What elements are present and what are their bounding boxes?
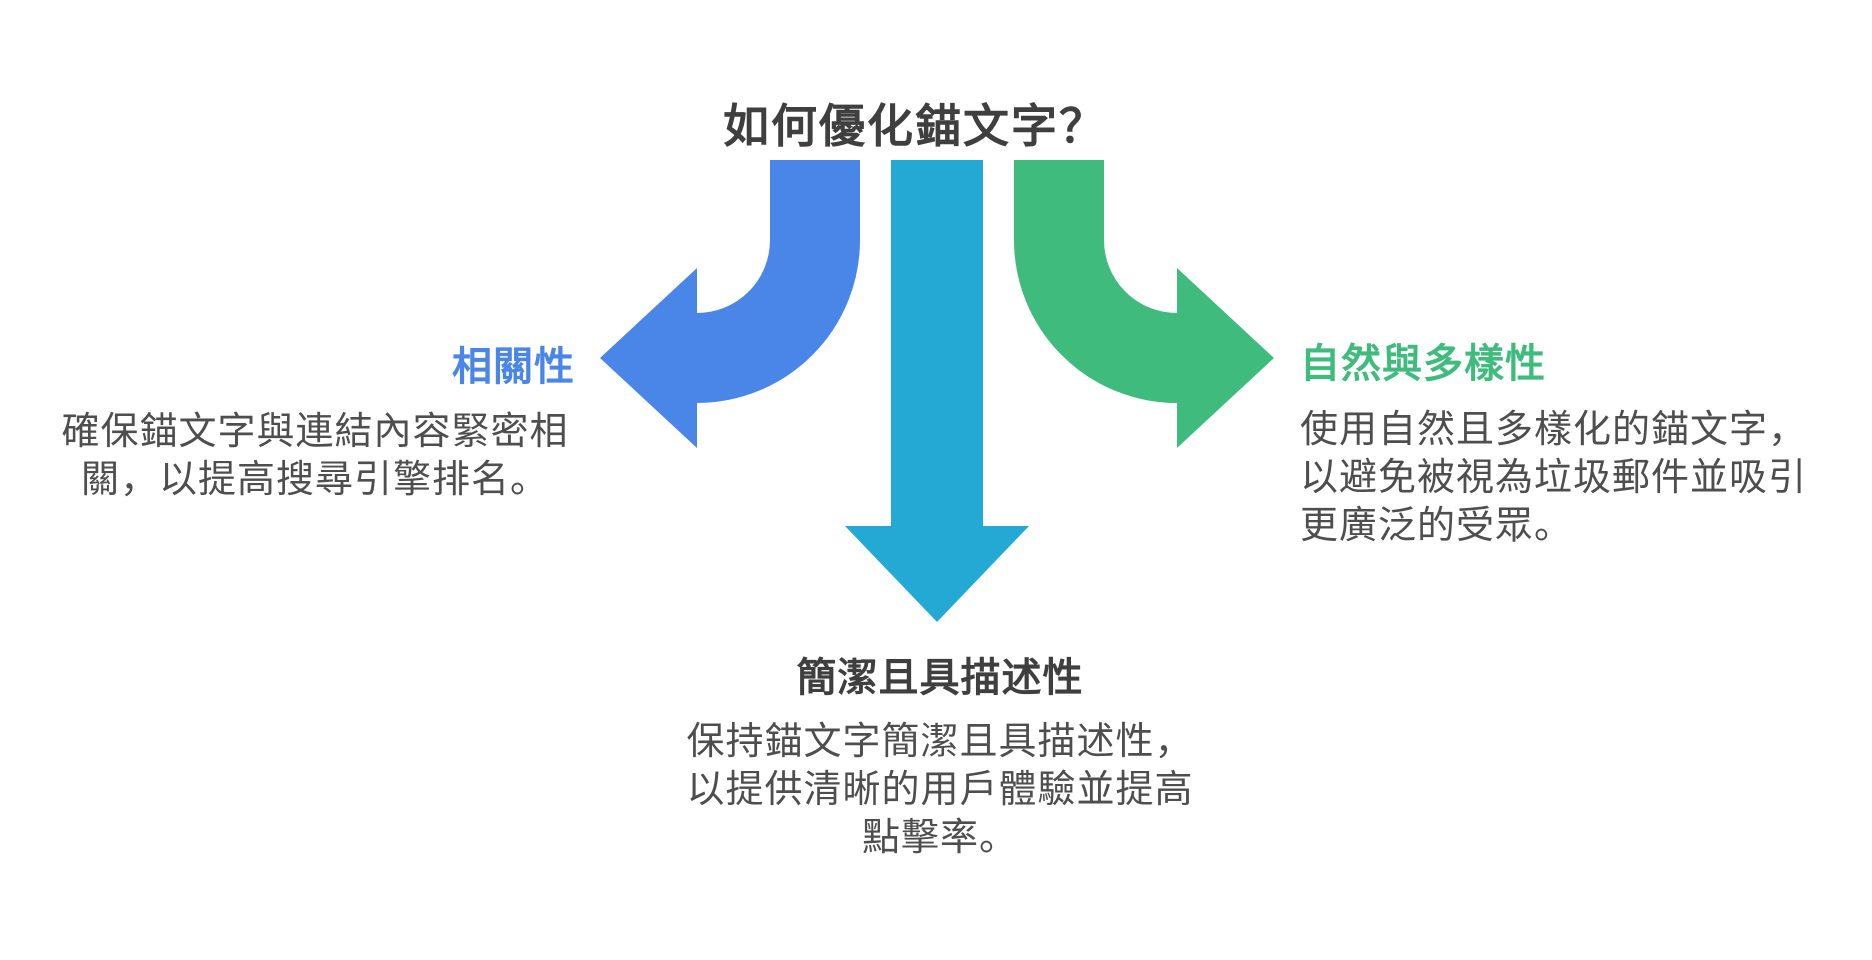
branch-description-relevance: 確保錨文字與連結內容緊密相 關，以提高搜尋引擎排名。: [61, 411, 569, 501]
branch-description-natural-diversity: 使用自然且多樣化的錨文字， 以避免被視為垃圾郵件並吸引 更廣泛的受眾。: [1300, 409, 1808, 547]
branch-description-concise-descriptive: 保持錨文字簡潔且具描述性， 以提供清晰的用戶體驗並提高 點擊率。: [686, 721, 1194, 859]
curved-arrow-left-icon: [600, 160, 860, 448]
straight-arrow-down-icon: [845, 160, 1029, 622]
branch-label-concise-descriptive: 簡潔且具描述性: [796, 656, 1084, 700]
branch-label-relevance: 相關性: [452, 345, 575, 389]
branch-label-natural-diversity: 自然與多樣性: [1300, 342, 1546, 386]
curved-arrow-right-icon: [1014, 160, 1274, 448]
page-title: 如何優化錨文字？: [723, 100, 1107, 152]
